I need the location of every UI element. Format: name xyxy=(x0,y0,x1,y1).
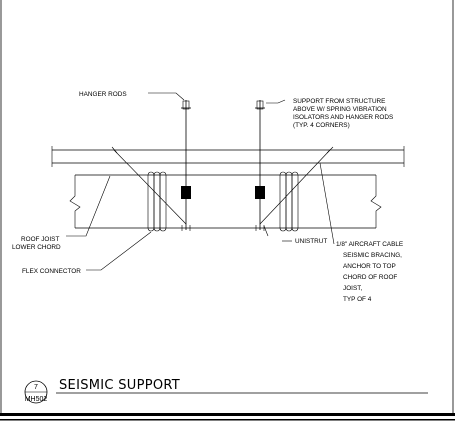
detail-tag: 7 MH502 xyxy=(24,380,48,404)
label-hanger-rods: HANGER RODS xyxy=(79,91,127,98)
detail-number: 7 xyxy=(34,384,38,391)
duct-break-left xyxy=(69,175,81,228)
label-aircraft-cable: 1/8" AIRCRAFT CABLE SEISMIC BRACING, ANC… xyxy=(336,241,403,303)
duct-body xyxy=(69,174,382,229)
leader-roof-joist xyxy=(66,175,111,237)
label-support-from-structure: SUPPORT FROM STRUCTURE ABOVE W/ SPRING V… xyxy=(293,98,393,129)
title-block-rule-thick xyxy=(0,413,455,416)
svg-text:CHORD OF ROOF: CHORD OF ROOF xyxy=(343,274,397,281)
svg-text:(TYP. 4 CORNERS): (TYP. 4 CORNERS) xyxy=(293,122,350,129)
label-flex-connector: FLEX CONNECTOR xyxy=(22,268,81,275)
leader-support-from-structure xyxy=(266,99,286,104)
hanger-rod-right xyxy=(255,100,265,231)
seismic-cable-right xyxy=(259,149,331,225)
svg-text:ABOVE W/ SPRING VIBRATION: ABOVE W/ SPRING VIBRATION xyxy=(293,106,387,113)
svg-text:JOIST,: JOIST, xyxy=(343,285,362,292)
drawing-title: SEISMIC SUPPORT xyxy=(59,378,180,393)
hanger-rod-left xyxy=(181,100,191,231)
flex-connector-right xyxy=(279,171,299,232)
cable-anchor-left xyxy=(111,146,118,154)
title-block-rule-thin xyxy=(0,419,455,421)
svg-text:TYP OF 4: TYP OF 4 xyxy=(343,296,372,303)
svg-text:ISOLATORS AND HANGER RODS: ISOLATORS AND HANGER RODS xyxy=(293,114,393,121)
svg-text:SUPPORT FROM STRUCTURE: SUPPORT FROM STRUCTURE xyxy=(293,98,385,105)
seismic-cable-left xyxy=(113,149,187,225)
label-roof-joist: ROOF JOIST LOWER CHORD xyxy=(12,236,61,251)
sheet-number: MH502 xyxy=(25,396,48,403)
leader-flex-connector xyxy=(86,231,152,271)
flex-connector-left xyxy=(147,171,167,232)
spring-isolator-left xyxy=(181,186,191,199)
duct-break-right xyxy=(370,175,382,228)
roof-joist-top-chord xyxy=(51,146,405,167)
svg-text:ANCHOR TO TOP: ANCHOR TO TOP xyxy=(343,263,396,270)
leader-hanger-rods xyxy=(148,92,185,101)
cable-anchor-right xyxy=(326,146,334,154)
spring-isolator-right xyxy=(255,186,265,199)
leader-unistrut xyxy=(263,225,269,237)
svg-text:ROOF JOIST: ROOF JOIST xyxy=(21,236,59,243)
svg-text:1/8" AIRCRAFT CABLE: 1/8" AIRCRAFT CABLE xyxy=(336,241,403,248)
svg-text:LOWER CHORD: LOWER CHORD xyxy=(12,244,61,251)
svg-text:SEISMIC BRACING,: SEISMIC BRACING, xyxy=(343,252,402,259)
label-unistrut: UNISTRUT xyxy=(295,238,327,245)
leader-aircraft-cable xyxy=(319,162,335,245)
